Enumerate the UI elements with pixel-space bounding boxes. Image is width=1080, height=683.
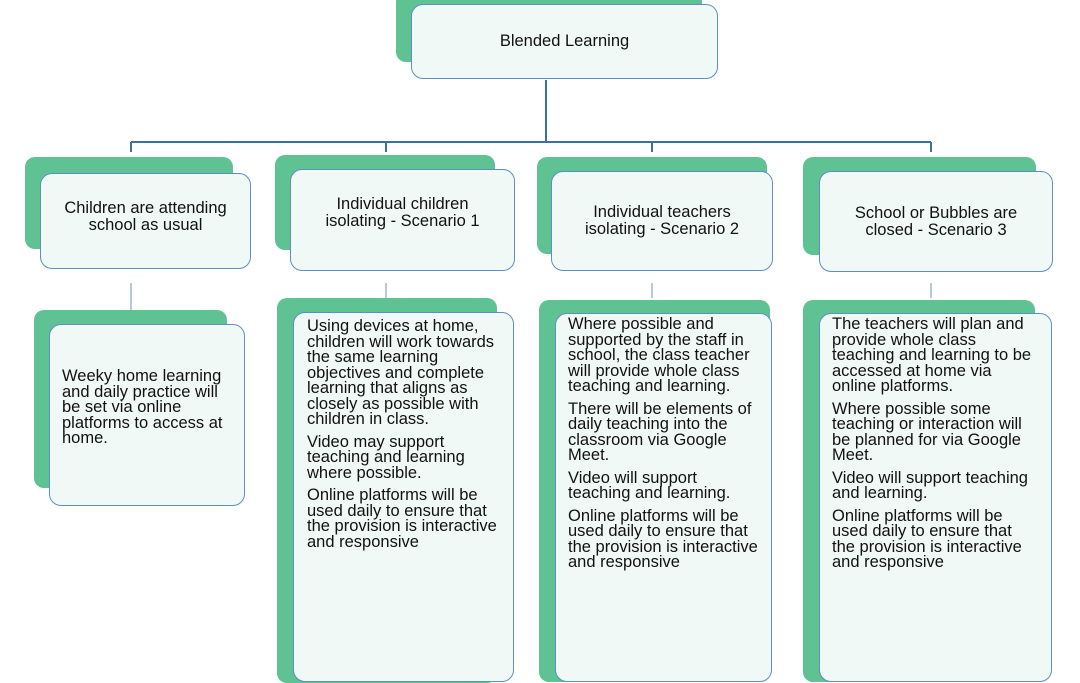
branch-3-detail: Where possible and supported by the staf… xyxy=(555,313,772,682)
branch-2-detail-text-2: Video may support teaching and learning … xyxy=(307,432,465,482)
branch-3-header: Individual teachers isolating - Scenario… xyxy=(551,171,773,271)
branch-4-detail-text-4: Online platforms will be used daily to e… xyxy=(832,506,1022,571)
branch-2-detail-text-3: Online platforms will be used daily to e… xyxy=(307,486,497,551)
branch-3-header-label: Individual teachers isolating - Scenario… xyxy=(584,203,740,238)
root-node: Blended Learning xyxy=(411,4,718,79)
branch-3-detail-text-2: There will be elements of daily teaching… xyxy=(568,399,752,464)
branch-2-detail-text-1: Using devices at home, children will wor… xyxy=(307,317,495,428)
branch-4-detail: The teachers will plan and provide whole… xyxy=(819,313,1052,682)
root-label: Blended Learning xyxy=(499,32,630,50)
branch-3-detail-text-1: Where possible and supported by the staf… xyxy=(568,315,750,395)
branch-1-header-label: Children are attending school as usual xyxy=(64,199,227,234)
branch-1-detail: Weeky home learning and daily practice w… xyxy=(49,324,245,506)
branch-4-detail-text-1: The teachers will plan and provide whole… xyxy=(832,315,1032,395)
branch-4-header: School or Bubbles are closed - Scenario … xyxy=(819,171,1053,272)
branch-4-header-label: School or Bubbles are closed - Scenario … xyxy=(854,203,1018,239)
branch-2-header-label: Individual children isolating - Scenario… xyxy=(325,195,480,230)
branch-1-detail-text-1: Weeky home learning and daily practice w… xyxy=(62,367,223,447)
branch-4-detail-text-3: Video will support teaching and learning… xyxy=(832,468,1028,502)
branch-3-detail-text-4: Online platforms will be used daily to e… xyxy=(568,506,758,571)
branch-4-detail-text-2: Where possible some teaching or interact… xyxy=(832,399,1022,464)
branch-2-header: Individual children isolating - Scenario… xyxy=(290,169,515,271)
branch-3-detail-text-3: Video will support teaching and learning… xyxy=(568,468,731,502)
branch-2-detail: Using devices at home, children will wor… xyxy=(293,312,514,682)
branch-1-header: Children are attending school as usual xyxy=(40,173,251,269)
